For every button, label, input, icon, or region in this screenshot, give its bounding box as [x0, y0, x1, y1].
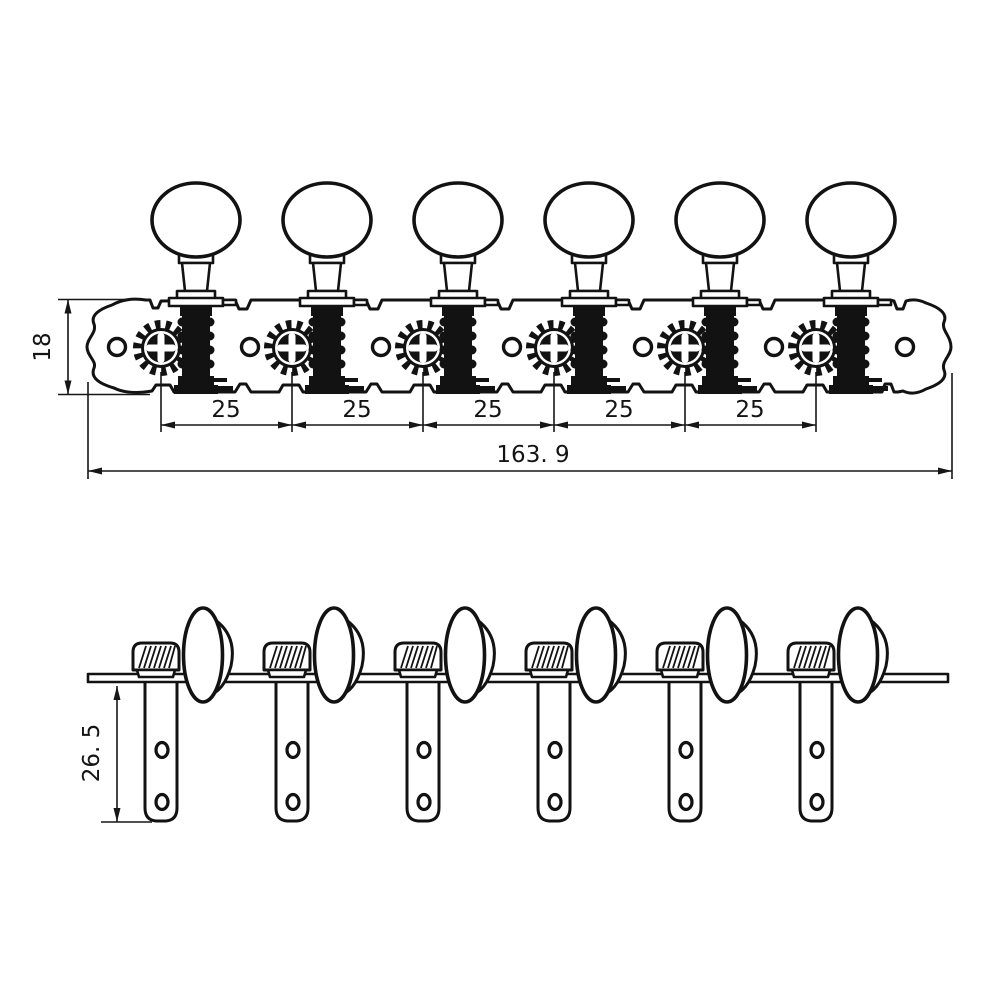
dim-label-spacing-5: 25 [735, 397, 764, 423]
mount-hole-left [106, 336, 128, 358]
side-view: 26. 5 [79, 606, 950, 823]
string-post-6 [798, 678, 834, 823]
string-post-4 [536, 678, 572, 823]
string-post-1 [143, 678, 179, 823]
string-post-2 [274, 678, 310, 823]
plate-side [86, 672, 950, 684]
dim-label-plate-width: 18 [30, 332, 56, 361]
dim-label-post-height: 26. 5 [79, 724, 105, 783]
dim-label-spacing-4: 25 [604, 397, 633, 423]
dim-label-spacing-3: 25 [473, 397, 502, 423]
dimensions-top: 18 25 25 25 25 25 163. 9 [30, 298, 953, 479]
dim-label-spacing-2: 25 [342, 397, 371, 423]
string-post-5 [667, 678, 703, 823]
dim-label-spacing-1: 25 [211, 397, 240, 423]
dim-label-overall-length: 163. 9 [496, 442, 569, 468]
top-view [85, 183, 953, 432]
string-post-3 [405, 678, 441, 823]
